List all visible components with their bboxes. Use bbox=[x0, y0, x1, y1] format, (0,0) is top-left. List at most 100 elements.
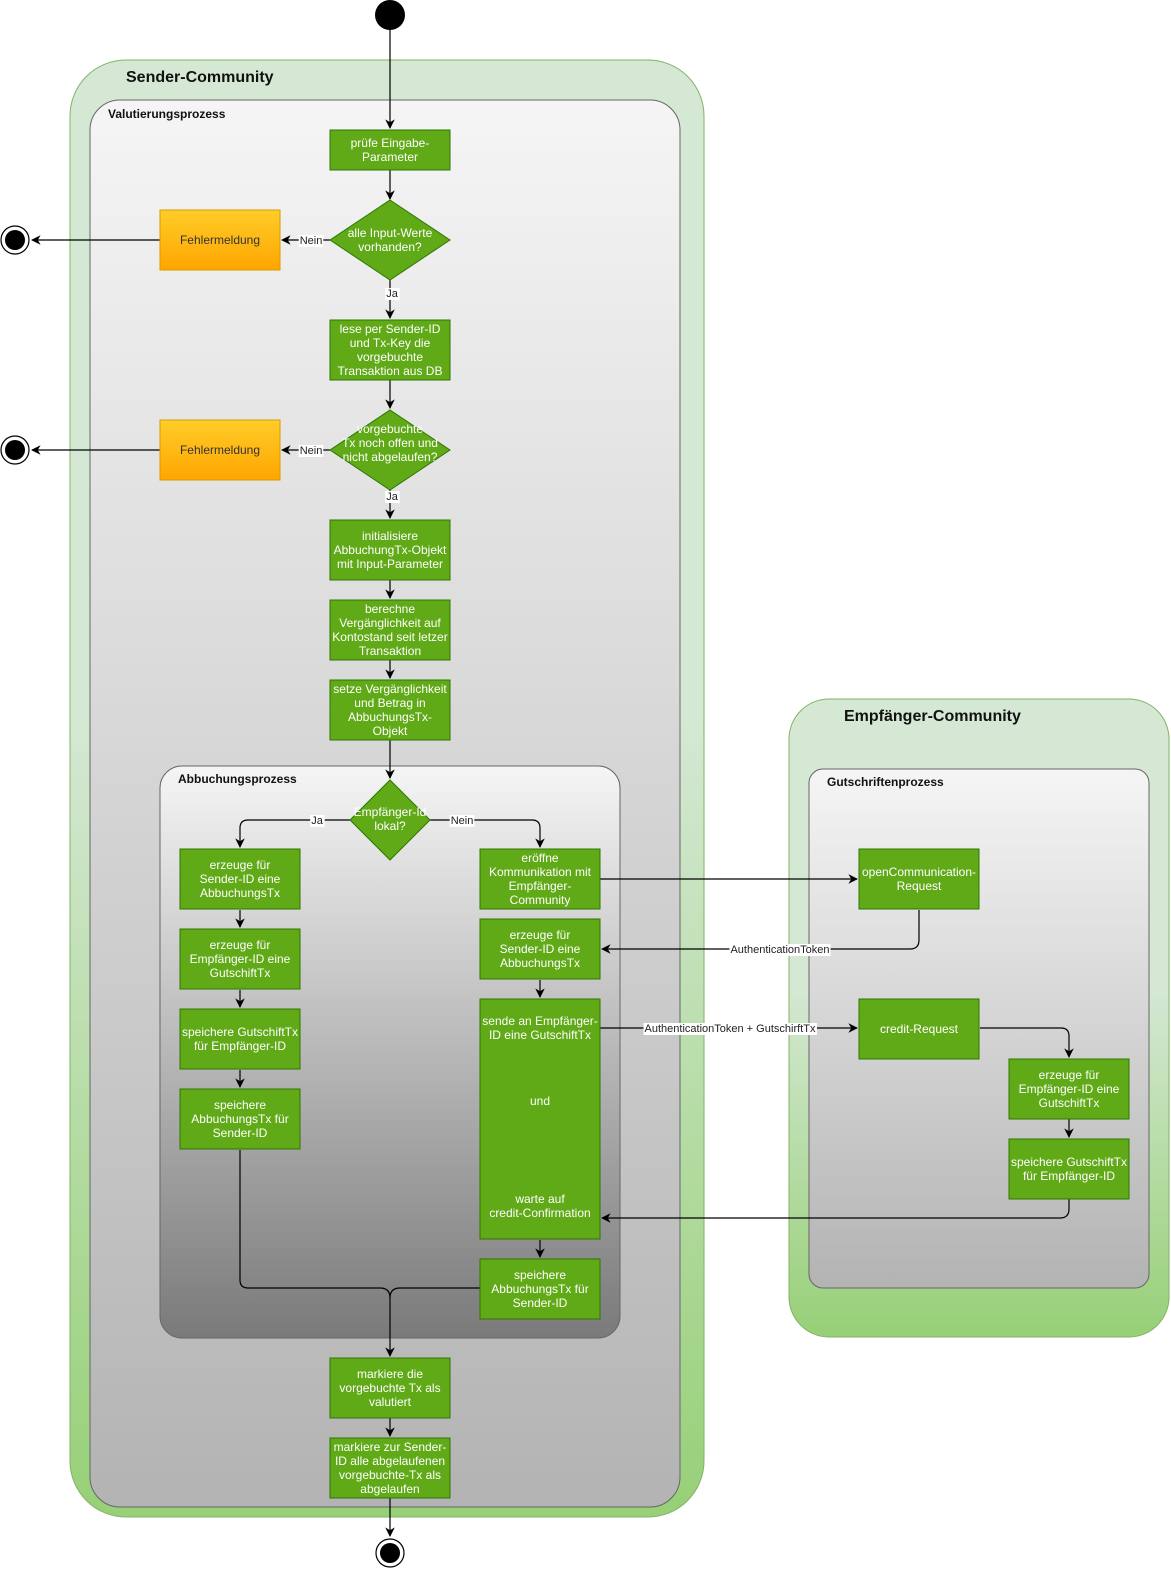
r-abbuch-shape bbox=[479, 918, 601, 980]
markiere-abgel-text-line: ID alle abgelaufenen bbox=[335, 1454, 445, 1468]
activity-markiere-abgel[interactable]: markiere zur Sender-ID alle abgelaufenen… bbox=[329, 1437, 451, 1499]
receiver-community-title: Empfänger-Community bbox=[844, 708, 1021, 725]
edge-label-nein-lokal: Nein bbox=[449, 815, 475, 827]
edge-label-text: Nein bbox=[300, 445, 323, 457]
r-eroeffne-text-line: Empfänger- bbox=[509, 879, 572, 893]
open-req-text-line: Request bbox=[897, 879, 942, 893]
warte-text-line: warte auf bbox=[514, 1192, 565, 1206]
edge-ja-lokal bbox=[235, 819, 350, 848]
fehler2-shape bbox=[159, 419, 281, 481]
r-sende-shape bbox=[479, 998, 601, 1240]
fehler1-text: Fehlermeldung bbox=[180, 233, 260, 247]
dec-offen-shape bbox=[329, 409, 451, 491]
pruefe-text-line: prüfe Eingabe- bbox=[351, 136, 430, 150]
fehler2-text-line: Fehlermeldung bbox=[180, 443, 260, 457]
dec-lokal-text-line: Empfänger-Id bbox=[354, 805, 427, 819]
credit-req-text-line: credit-Request bbox=[880, 1022, 959, 1036]
fehler1-shape bbox=[159, 209, 281, 271]
end-node-1 bbox=[0, 225, 30, 255]
r-abbuch-text-line: AbbuchungsTx bbox=[500, 956, 580, 970]
r-speich-a-text-line: speichere bbox=[514, 1268, 566, 1282]
error-node-fehler1[interactable]: Fehlermeldung bbox=[159, 209, 281, 271]
edge-left-merge bbox=[239, 1150, 391, 1299]
dec-input-text-line: vorhanden? bbox=[358, 240, 422, 254]
fehler2-text: Fehlermeldung bbox=[180, 443, 260, 457]
markiere-abgel-shape bbox=[329, 1437, 451, 1499]
l-gutschr-text-line: Empfänger-ID eine bbox=[190, 952, 291, 966]
edge-label-background bbox=[310, 815, 325, 827]
activity-pruefe[interactable]: prüfe Eingabe-Parameter bbox=[329, 129, 451, 171]
e-speich-text-line: für Empfänger-ID bbox=[1023, 1169, 1115, 1183]
activity-credit-req[interactable]: credit-Request bbox=[858, 998, 980, 1060]
edge-credit-confirmation bbox=[601, 1199, 1070, 1223]
r-eroeffne-text-line: eröffne bbox=[521, 851, 558, 865]
markiere-abgel-text-line: vorgebuchte-Tx als bbox=[339, 1468, 441, 1482]
gutschriftenprozess-title: Gutschriftenprozess bbox=[827, 775, 944, 789]
edge-label-nein1: Nein bbox=[298, 235, 324, 247]
init-text-line: AbbuchungTx-Objekt bbox=[334, 543, 447, 557]
edge-label-text: Nein bbox=[451, 815, 474, 827]
edge-label-text: Ja bbox=[386, 491, 399, 503]
und-text: und bbox=[530, 1094, 550, 1108]
fehler1-text-line: Fehlermeldung bbox=[180, 233, 260, 247]
error-node-fehler2[interactable]: Fehlermeldung bbox=[159, 419, 281, 481]
edge-credit-to-erzeuge bbox=[980, 1027, 1074, 1058]
edge-label-text: AuthenticationToken + GutschirftTx bbox=[645, 1023, 816, 1035]
l-gutschr-text-line: GutschiftTx bbox=[210, 966, 271, 980]
edges bbox=[31, 30, 1074, 1537]
edge-label-text: Ja bbox=[311, 815, 324, 827]
markiere-abgel-text-line: abgelaufen bbox=[360, 1482, 419, 1496]
markiere-shape bbox=[329, 1357, 451, 1419]
edge-label-background bbox=[385, 288, 400, 300]
pruefe-text: prüfe Eingabe-Parameter bbox=[351, 136, 430, 164]
start-node bbox=[375, 0, 405, 30]
activity-open-req[interactable]: openCommunication-Request bbox=[858, 848, 980, 910]
setze-text-line: Objekt bbox=[373, 724, 408, 738]
l-speich-g-shape bbox=[179, 1008, 301, 1070]
init-text-line: initialisiere bbox=[362, 529, 418, 543]
credit-req-text: credit-Request bbox=[880, 1022, 959, 1036]
l-abbuch-text-line: erzeuge für bbox=[210, 858, 271, 872]
berechne-text-line: Transaktion bbox=[359, 644, 421, 658]
dec-offen-text-line: nicht abgelaufen? bbox=[343, 450, 438, 464]
activity-r-sende[interactable]: sende an Empfänger-ID eine GutschiftTxun… bbox=[479, 998, 601, 1240]
e-speich-text-line: speichere GutschiftTx bbox=[1011, 1155, 1127, 1169]
l-speich-a-text-line: Sender-ID bbox=[213, 1126, 268, 1140]
setze-text-line: und Betrag in bbox=[354, 696, 425, 710]
dec-lokal-shape bbox=[349, 779, 431, 861]
end-node-final bbox=[375, 1538, 405, 1568]
edge-auth-token bbox=[601, 910, 920, 954]
lese-shape bbox=[329, 319, 451, 381]
edge-label-text: AuthenticationToken bbox=[730, 944, 829, 956]
l-speich-a-shape bbox=[179, 1088, 301, 1150]
l-abbuch-shape bbox=[179, 848, 301, 910]
edge-label-background bbox=[298, 235, 324, 247]
r-eroeffne-text-line: Kommunikation mit bbox=[489, 865, 592, 879]
